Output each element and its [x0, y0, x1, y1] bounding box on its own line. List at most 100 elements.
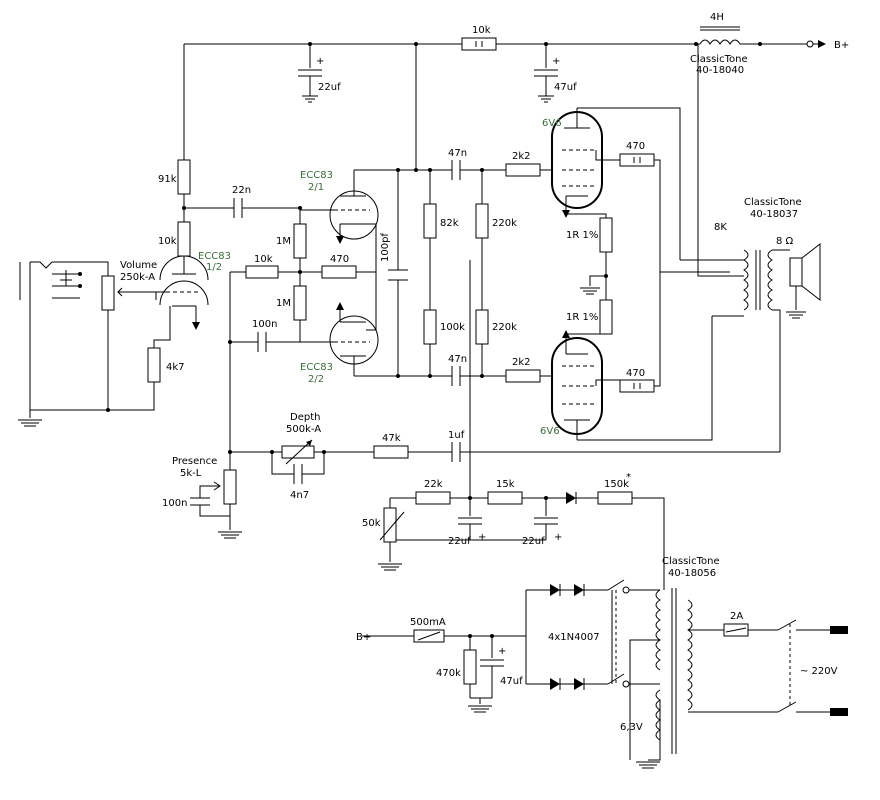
- c-bias1-label: 22uf: [448, 536, 471, 547]
- r-1r-top-label: 1R 1%: [566, 230, 598, 241]
- c-4n7-label: 4n7: [290, 490, 309, 501]
- r-47k: [373, 445, 409, 459]
- r-150k: [597, 491, 633, 505]
- r-220k-top: [475, 203, 489, 239]
- speaker-label: 8 Ω: [776, 236, 794, 247]
- r-220k-bot: [475, 309, 489, 345]
- r-100k: [423, 309, 437, 345]
- c-47n-bot-label: 47n: [448, 354, 467, 365]
- c-bias1-plus: +: [478, 532, 486, 543]
- tube-6v6-bot-label: 6V6: [540, 426, 560, 437]
- ot-part: 40-18037: [750, 209, 798, 220]
- tube-6v6-top: [551, 108, 620, 218]
- r-82k-label: 82k: [440, 218, 459, 229]
- c-bias2-label: 22uf: [522, 536, 545, 547]
- rectifier-label: 4x1N4007: [548, 632, 600, 643]
- mains-plug-bot: [830, 708, 848, 716]
- r-470-bot-label: 470: [626, 368, 645, 379]
- r-10k-pi: [245, 265, 279, 279]
- depth-pot[interactable]: [281, 445, 315, 459]
- bplus-left-label: B+: [356, 632, 371, 643]
- r-2k2-bot-label: 2k2: [512, 357, 531, 368]
- pt-part: 40-18056: [668, 568, 716, 579]
- choke-brand: ClassicTone: [690, 54, 748, 65]
- output-transformer: [680, 44, 790, 452]
- c-presence-label: 100n: [162, 498, 187, 509]
- r-4k7: [147, 347, 161, 383]
- ot-brand: ClassicTone: [744, 197, 802, 208]
- r-91k: [177, 159, 191, 195]
- r-470-pi-label: 470: [330, 254, 349, 265]
- r-1m-top-label: 1M: [276, 236, 291, 247]
- svg-text:+: +: [316, 56, 324, 67]
- c-bias2-plus: +: [554, 532, 562, 543]
- r-150k-label: 150k: [604, 479, 629, 490]
- r-1r-bot-label: 1R 1%: [566, 312, 598, 323]
- r-1m-bot-label: 1M: [276, 298, 291, 309]
- r-dropper-10k: [461, 37, 497, 51]
- input-jack: [18, 261, 82, 427]
- c-filter2-47uf: +: [534, 44, 560, 103]
- mains-label: ~ 220V: [800, 666, 838, 677]
- r-bleeder-470k: [463, 649, 477, 685]
- r-15k-label: 15k: [496, 479, 515, 490]
- r-470-screen-bot: [619, 379, 655, 393]
- choke-part: 40-18040: [696, 65, 744, 76]
- presence-name: Presence: [172, 456, 217, 467]
- rectifier-bridge: [525, 579, 660, 690]
- r-470-pi: [321, 265, 357, 279]
- c-100pf-label: 100pf: [380, 233, 391, 262]
- r-1r-top: [599, 217, 613, 253]
- r-2k2-top-label: 2k2: [512, 151, 531, 162]
- depth-value: 500k-A: [286, 424, 321, 435]
- pi-top-name: ECC83: [300, 170, 333, 181]
- tube-6v6-top-label: 6V6: [542, 118, 562, 129]
- v1-name: ECC83: [198, 251, 231, 262]
- r-82k: [423, 203, 437, 239]
- tube-6v6-bot: [551, 330, 620, 440]
- c-reservoir-plus: +: [498, 646, 506, 657]
- r-1r-bot: [599, 299, 613, 335]
- c-filter1-22uf: +: [298, 44, 324, 103]
- presence-value: 5k-L: [180, 468, 202, 479]
- depth-name: Depth: [290, 412, 320, 423]
- c-filter1-label: 22uf: [318, 82, 341, 93]
- heater-label: 6,3V: [620, 722, 643, 733]
- r-15k: [487, 491, 523, 505]
- tube-pi-bot: [300, 302, 379, 376]
- pt-brand: ClassicTone: [662, 556, 720, 567]
- mains-plug-top: [830, 626, 848, 634]
- bias-pot-50k[interactable]: [383, 507, 397, 543]
- presence-pot[interactable]: [223, 469, 237, 505]
- r-220k-top-label: 220k: [492, 218, 517, 229]
- r-2k2-top: [505, 163, 541, 177]
- r-10k-plate: [177, 221, 191, 257]
- pi-bot-name: ECC83: [300, 362, 333, 373]
- svg-text:+: +: [552, 56, 560, 67]
- r-1m-bot: [293, 285, 307, 321]
- choke-value: 4H: [710, 12, 724, 23]
- bias-diode: [566, 492, 577, 504]
- volume-pot[interactable]: [101, 275, 115, 311]
- r-470-screen-top: [619, 153, 655, 167]
- r-47k-label: 47k: [382, 433, 401, 444]
- pi-bot-unit: 2/2: [308, 374, 324, 385]
- r-dropper-label: 10k: [472, 25, 491, 36]
- ot-primary-label: 8K: [714, 222, 727, 233]
- c-47n-top-label: 47n: [448, 148, 467, 159]
- bias-pot-label: 50k: [362, 518, 381, 529]
- r-22k: [415, 491, 451, 505]
- c-100n-label: 100n: [252, 319, 277, 330]
- c-reservoir-label: 47uf: [500, 676, 523, 687]
- r-470-top-label: 470: [626, 141, 645, 152]
- r-4k7-label: 4k7: [166, 362, 185, 373]
- r-220k-bot-label: 220k: [492, 322, 517, 333]
- r-91k-label: 91k: [158, 174, 177, 185]
- r-10k-pi-label: 10k: [254, 254, 273, 265]
- tube-v1-ecc83: [155, 255, 209, 330]
- c-1uf-label: 1uf: [448, 430, 465, 441]
- volume-name: Volume: [120, 260, 157, 271]
- r-10k-plate-label: 10k: [158, 236, 177, 247]
- r-bleeder-label: 470k: [436, 668, 461, 679]
